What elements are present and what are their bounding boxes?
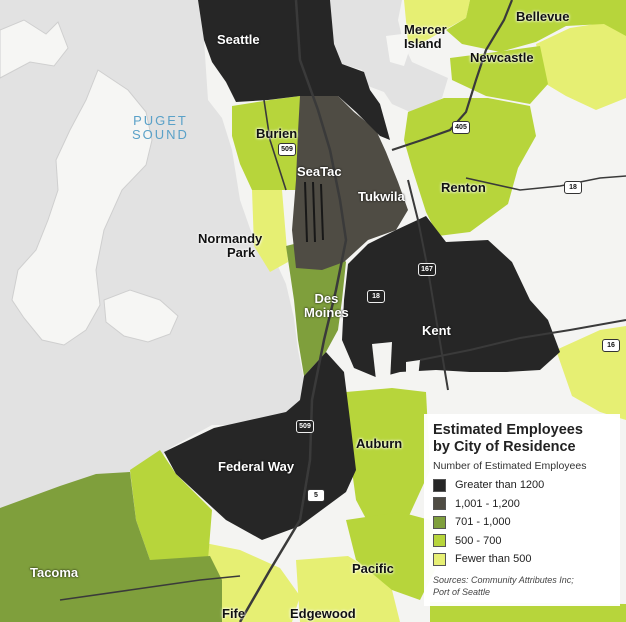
legend-swatch: [433, 497, 446, 511]
lake-washington: [330, 0, 448, 112]
legend-source-line-1: Sources: Community Attributes Inc;: [433, 574, 574, 585]
legend-source-line-2: Port of Seattle: [433, 586, 491, 597]
mercer-island-land: [386, 34, 410, 66]
region-1001-1200-seatac-tukwila: [292, 96, 408, 270]
region-701-tacoma: [0, 472, 150, 622]
city-label-fife: Fife: [222, 606, 246, 621]
kitsap-shore: [0, 19, 69, 79]
highway-sr18: [419, 319, 626, 361]
region-500-auburn: [346, 388, 430, 530]
city-label-auburn: Auburn: [356, 436, 403, 451]
region-500-southeast: [430, 602, 626, 622]
legend-item-label: 701 - 1,000: [455, 516, 511, 529]
legend-title-line-1: Estimated Employees: [433, 422, 583, 438]
region-500-burien: [232, 96, 300, 190]
maury-island: [103, 289, 179, 343]
region-500-pacific: [346, 512, 440, 600]
region-500-bellevue: [446, 0, 626, 52]
runway-3: [320, 183, 324, 241]
region-1200-seattle: [198, 0, 390, 140]
legend-item-label: 500 - 700: [455, 534, 502, 547]
map-legend: Estimated Employees by City of Residence…: [424, 414, 620, 606]
legend-item-fewer-than-500: Fewer than 500: [433, 550, 612, 569]
city-label-pacific: Pacific: [352, 561, 394, 576]
city-label-seattle: Seattle: [217, 32, 260, 47]
region-1200-kent: [342, 216, 560, 378]
city-label-burien: Burien: [256, 126, 298, 141]
city-label-federal-way: Federal Way: [218, 459, 295, 474]
city-label-newcastle: Newcastle: [470, 50, 534, 65]
route-shield-i5: 5: [307, 489, 325, 502]
highway-fife: [59, 575, 241, 601]
route-shield-16: 16: [602, 339, 620, 352]
region-701-fife-strip: [150, 556, 222, 622]
legend-item-1001-1200: 1,001 - 1,200: [433, 495, 612, 514]
city-label-tacoma: Tacoma: [30, 565, 79, 580]
legend-item-label: Fewer than 500: [455, 553, 532, 566]
city-label-renton: Renton: [441, 180, 486, 195]
legend-swatch: [433, 515, 446, 529]
kent-hole-small: [406, 360, 420, 378]
city-label-tukwila: Tukwila: [358, 189, 405, 204]
route-shield-405: 405: [452, 121, 470, 134]
region-fewer-north: [404, 0, 470, 44]
roads: [59, 0, 626, 622]
region-500-renton: [404, 98, 536, 236]
legend-item-500-700: 500 - 700: [433, 532, 612, 551]
legend-swatch: [433, 552, 446, 566]
puget-sound-line-2: SOUND: [132, 126, 189, 142]
region-500-fife: [130, 450, 212, 560]
route-shield-18-kent: 18: [367, 290, 385, 303]
puget-sound-line-1: PUGET: [133, 113, 188, 128]
city-label-kent: Kent: [422, 323, 451, 338]
legend-swatch: [433, 478, 446, 492]
route-shield-509-south: 509: [296, 420, 314, 433]
runway-1: [304, 181, 308, 243]
legend-swatch: [433, 534, 446, 548]
region-701-des-moines: [286, 236, 346, 376]
highway-i405: [391, 0, 514, 152]
city-label-edgewood: Edgewood: [290, 606, 356, 621]
legend-title: Estimated Employees by City of Residence: [433, 422, 612, 456]
vashon-island: [11, 69, 153, 346]
highway-i5: [238, 0, 348, 622]
runway-2: [312, 181, 316, 243]
highway-sr509: [263, 99, 287, 191]
legend-item-greater-than-1200: Greater than 1200: [433, 476, 612, 495]
city-label-bellevue: Bellevue: [516, 9, 570, 24]
701-1000-regions: [0, 236, 346, 622]
route-shield-509-north: 509: [278, 143, 296, 156]
route-shield-167: 167: [418, 263, 436, 276]
500-700-regions: [130, 0, 626, 622]
legend-title-line-2: by City of Residence: [433, 439, 576, 455]
region-fewer-normandy: [252, 190, 288, 272]
legend-subtitle: Number of Estimated Employees: [433, 460, 587, 472]
city-label-seatac: SeaTac: [297, 164, 342, 179]
kent-hole: [372, 342, 392, 382]
legend-item-label: Greater than 1200: [455, 479, 545, 492]
highway-east: [465, 175, 626, 191]
region-fewer-east: [536, 22, 626, 110]
legend-item-label: 1,001 - 1,200: [455, 497, 520, 510]
legend-source: Sources: Community Attributes Inc; Port …: [433, 574, 612, 598]
water-label-puget-sound: PUGET SOUND: [132, 114, 189, 141]
legend-item-701-1000: 701 - 1,000: [433, 513, 612, 532]
airport-runways: [304, 181, 324, 243]
route-shield-18-east: 18: [564, 181, 582, 194]
region-500-newcastle: [450, 46, 548, 104]
